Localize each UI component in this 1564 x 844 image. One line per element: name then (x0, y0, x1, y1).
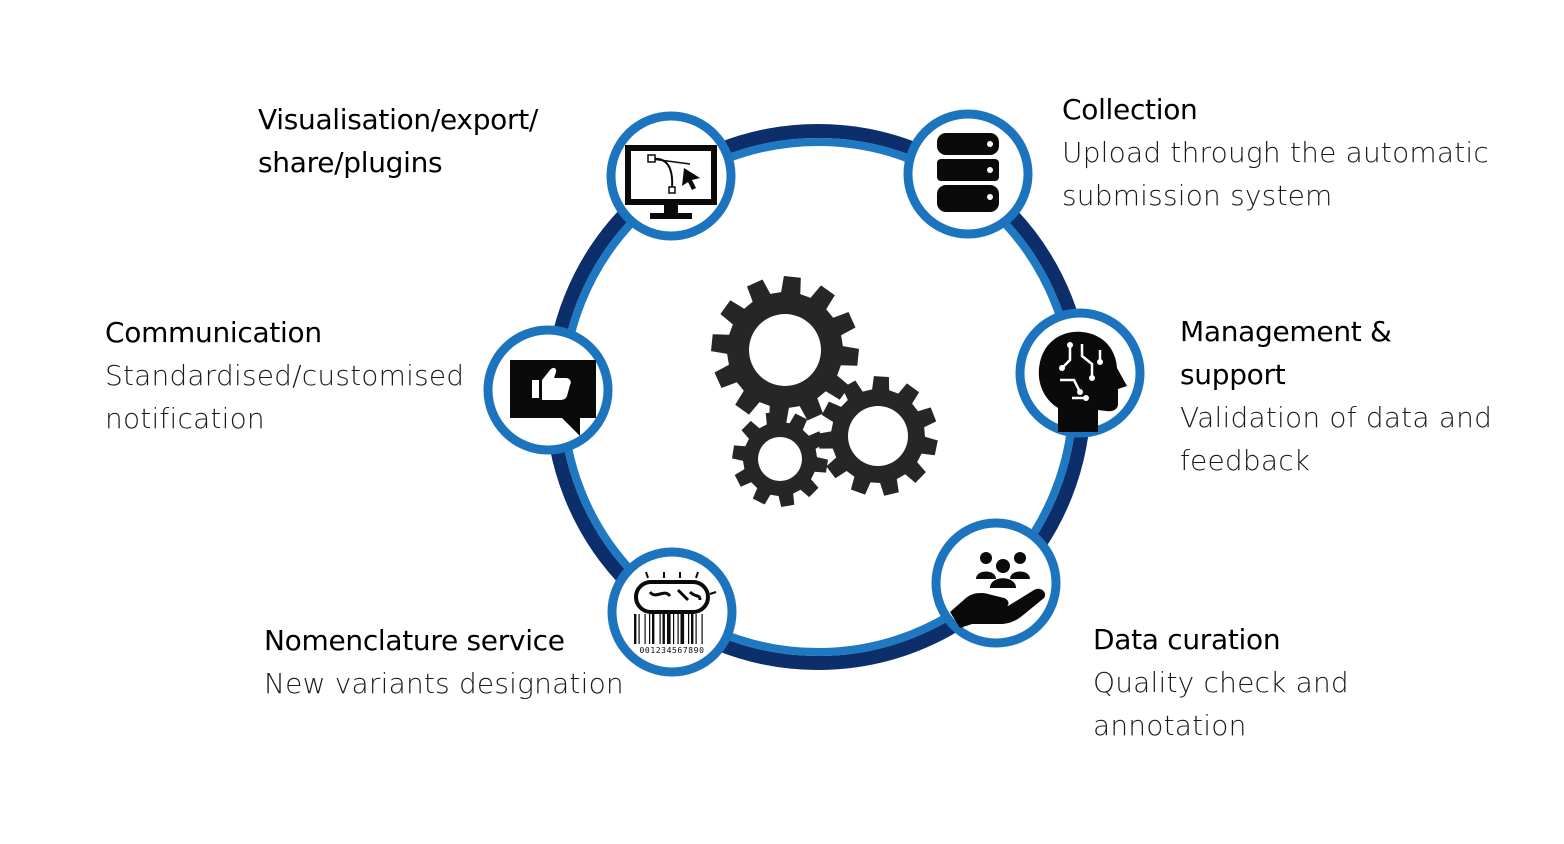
label-curation: Data curation Quality check and annotati… (1093, 618, 1349, 747)
label-nomenclature: Nomenclature service New variants design… (264, 619, 624, 705)
gears-icon (711, 276, 938, 507)
node-management (1015, 308, 1145, 438)
monitor-vector-icon (625, 145, 717, 219)
curation-desc-line-2: annotation (1093, 709, 1247, 742)
node-communication (483, 325, 613, 455)
communication-desc-line-1: Standardised/customised (105, 359, 465, 392)
bacterium-barcode-icon: 001234567890 (634, 571, 717, 655)
management-title-line-2: support (1180, 358, 1286, 391)
nomenclature-desc-line-1: New variants designation (264, 667, 624, 700)
gear-medium (818, 376, 938, 496)
curation-title: Data curation (1093, 623, 1281, 656)
gear-large (711, 276, 859, 424)
label-communication: Communication Standardised/customised no… (105, 311, 464, 440)
barcode (634, 614, 703, 644)
label-collection: Collection Upload through the automatic … (1062, 88, 1489, 217)
visualisation-title-line-1: Visualisation/export/ (258, 103, 539, 136)
collection-desc-line-2: submission system (1062, 179, 1333, 212)
communication-desc-line-2: notification (105, 402, 265, 435)
node-collection (903, 109, 1033, 239)
communication-title: Communication (105, 316, 322, 349)
hand-people-icon (950, 552, 1046, 628)
collection-desc-line-1: Upload through the automatic (1062, 136, 1490, 169)
node-curation (931, 518, 1061, 648)
collection-title: Collection (1062, 93, 1198, 126)
node-visualisation (606, 111, 736, 241)
nomenclature-title: Nomenclature service (264, 624, 565, 657)
brain-head-icon (1038, 331, 1127, 432)
gear-small (732, 411, 828, 507)
management-desc-line-2: feedback (1180, 444, 1311, 477)
node-nomenclature: 001234567890 (607, 547, 737, 677)
label-management: Management & support Validation of data … (1180, 310, 1492, 482)
visualisation-title-line-2: share/plugins (258, 146, 443, 179)
barcode-digits: 001234567890 (640, 646, 705, 655)
management-title-line-1: Management & (1180, 315, 1392, 348)
thumbs-up-bubble-icon (510, 360, 596, 436)
curation-desc-line-1: Quality check and (1093, 666, 1349, 699)
label-visualisation: Visualisation/export/ share/plugins (258, 98, 538, 184)
management-desc-line-1: Validation of data and (1180, 401, 1493, 434)
database-icon (937, 133, 999, 212)
